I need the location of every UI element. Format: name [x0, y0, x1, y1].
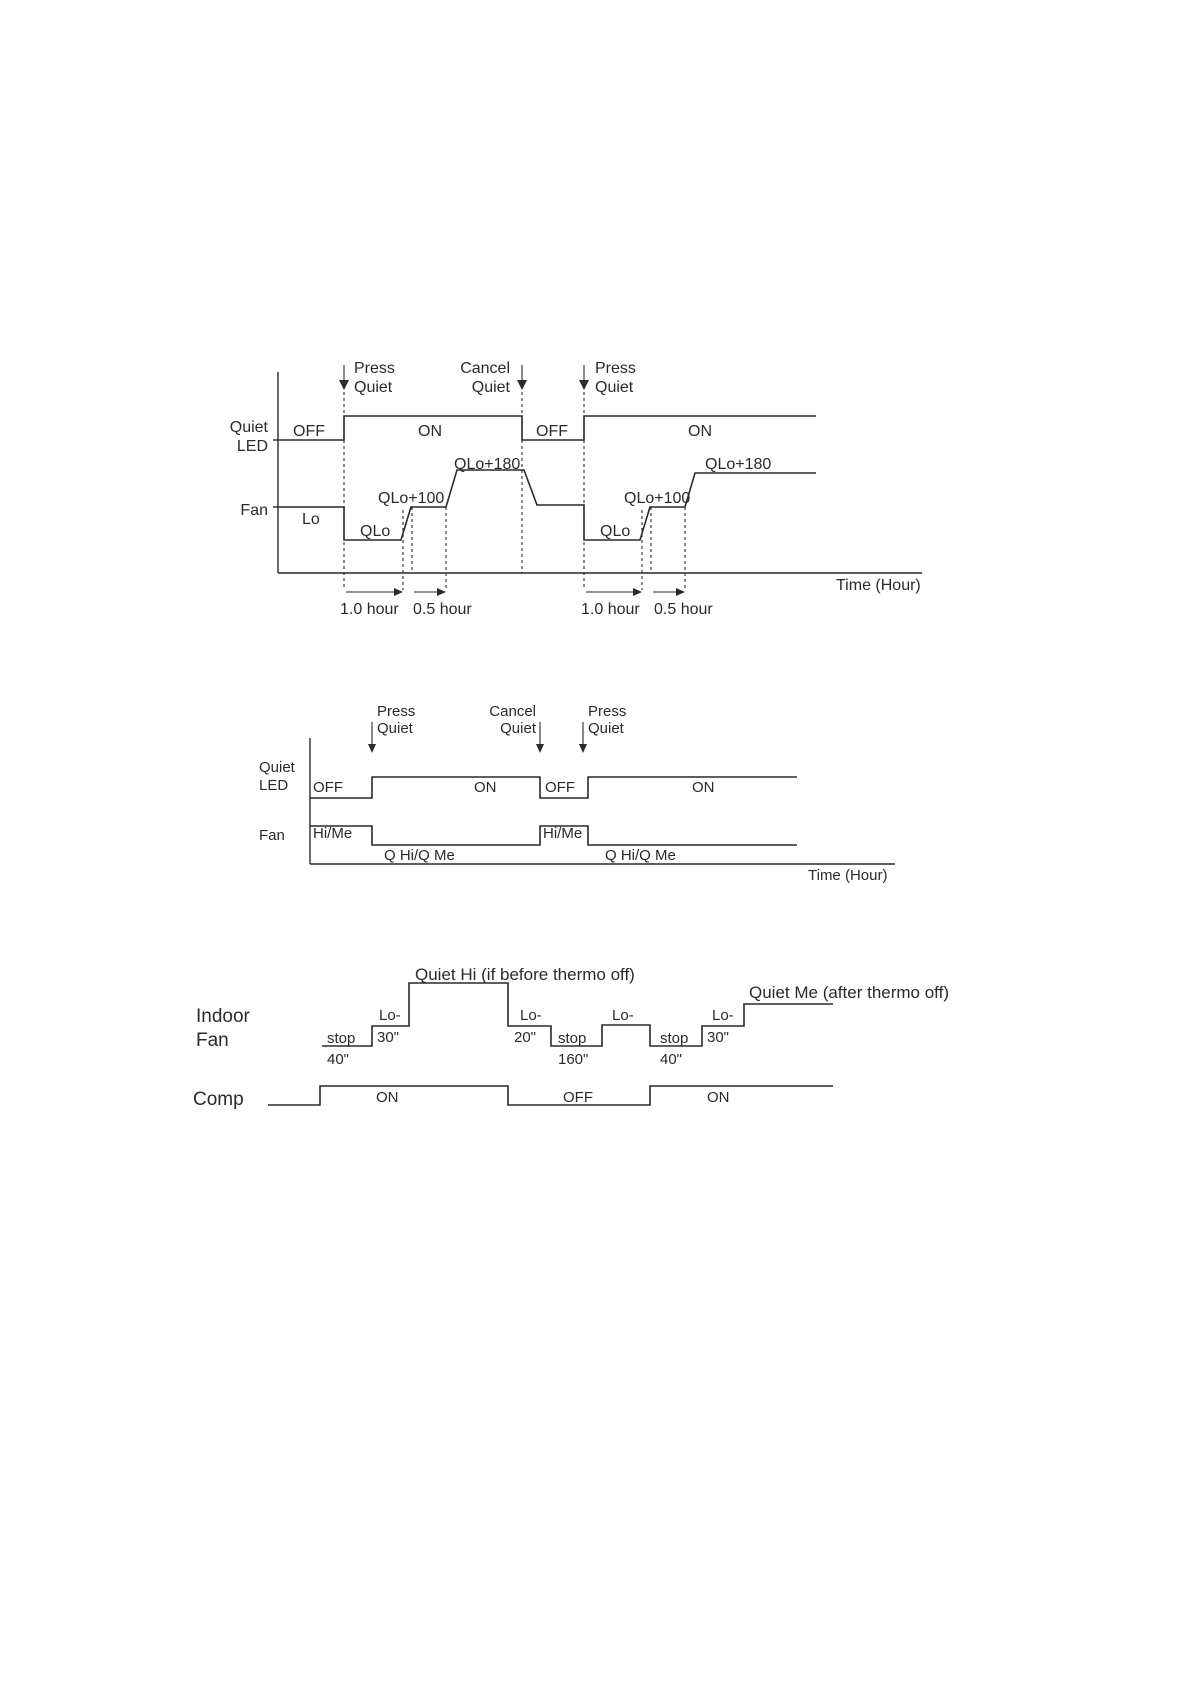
- d1-fan-waveform: [278, 469, 816, 541]
- d3-stop-3-duration: 40": [660, 1051, 682, 1068]
- d3-row-label-comp: Comp: [193, 1089, 244, 1110]
- d3-comp-state-on-1: ON: [376, 1089, 399, 1106]
- d1-duration-arrowhead-2: [437, 588, 446, 596]
- diagram-2-quiet-fan-hi-me: Press Quiet Cancel Quiet Press Quiet Qui…: [259, 703, 895, 884]
- d3-stop-1-label: stop: [327, 1030, 355, 1047]
- d1-duration-1: 1.0 hour: [340, 601, 399, 618]
- d1-led-state-on-2: ON: [688, 423, 712, 440]
- d3-quiet-me-label: Quiet Me (after thermo off): [749, 983, 949, 1002]
- d1-fan-label-qlo180-1: QLo+180: [454, 456, 520, 473]
- d2-fan-label-qhiqme-2: Q Hi/Q Me: [605, 847, 676, 864]
- d1-press-quiet-1-line1: Press: [354, 360, 395, 377]
- d3-quiet-hi-label: Quiet Hi (if before thermo off): [415, 965, 635, 984]
- d3-lo-3-label: Lo-: [612, 1007, 634, 1024]
- d1-fan-label-qlo100-2: QLo+100: [624, 490, 690, 507]
- d2-led-state-off-1: OFF: [313, 779, 343, 796]
- d3-comp-state-on-2: ON: [707, 1089, 730, 1106]
- d2-press-arrowhead-2: [579, 744, 587, 753]
- d3-row-label-fan: Fan: [196, 1030, 229, 1051]
- d1-fan-label-qlo-1: QLo: [360, 523, 390, 540]
- d2-led-state-on-2: ON: [692, 779, 715, 796]
- d2-press-quiet-1-line2: Quiet: [377, 720, 414, 737]
- d1-fan-label-qlo180-2: QLo+180: [705, 456, 771, 473]
- d2-fan-label-hime-2: Hi/Me: [543, 825, 582, 842]
- d2-fan-label-qhiqme-1: Q Hi/Q Me: [384, 847, 455, 864]
- d1-duration-2: 0.5 hour: [413, 601, 472, 618]
- d2-press-quiet-2-line2: Quiet: [588, 720, 625, 737]
- d2-time-axis-label: Time (Hour): [808, 867, 887, 884]
- diagram-1-quiet-fan-lo: Press Quiet Cancel Quiet Press Quiet Qui…: [230, 360, 922, 618]
- d1-press-arrowhead-2: [579, 380, 589, 390]
- d2-row-label-quiet: Quiet: [259, 759, 296, 776]
- d1-duration-3: 1.0 hour: [581, 601, 640, 618]
- d1-row-label-led: LED: [237, 438, 268, 455]
- d2-cancel-arrowhead: [536, 744, 544, 753]
- d1-row-label-fan: Fan: [240, 502, 268, 519]
- d3-lo-2-duration: 20": [514, 1029, 536, 1046]
- d1-duration-arrowhead-4: [676, 588, 685, 596]
- d3-lo-2-label: Lo-: [520, 1007, 542, 1024]
- d1-press-quiet-1-line2: Quiet: [354, 379, 393, 396]
- d2-fan-label-hime-1: Hi/Me: [313, 825, 352, 842]
- d2-row-label-led: LED: [259, 777, 288, 794]
- d2-row-label-fan: Fan: [259, 827, 285, 844]
- d3-lo-4-duration: 30": [707, 1029, 729, 1046]
- d3-lo-1-duration: 30": [377, 1029, 399, 1046]
- d1-time-axis-label: Time (Hour): [836, 577, 921, 594]
- d1-duration-4: 0.5 hour: [654, 601, 713, 618]
- d2-cancel-quiet-line1: Cancel: [489, 703, 536, 720]
- d2-press-quiet-1-line1: Press: [377, 703, 415, 720]
- d3-stop-3-label: stop: [660, 1030, 688, 1047]
- d1-led-state-on-1: ON: [418, 423, 442, 440]
- d3-comp-state-off: OFF: [563, 1089, 593, 1106]
- d1-fan-label-qlo100-1: QLo+100: [378, 490, 444, 507]
- d2-press-arrowhead-1: [368, 744, 376, 753]
- d3-indoor-fan-waveform: [322, 982, 833, 1047]
- d1-cancel-quiet-line1: Cancel: [460, 360, 510, 377]
- d1-cancel-arrowhead: [517, 380, 527, 390]
- d1-row-label-quiet: Quiet: [230, 419, 269, 436]
- d2-fan-waveform: [310, 825, 797, 846]
- d3-lo-1-label: Lo-: [379, 1007, 401, 1024]
- d1-press-quiet-2-line1: Press: [595, 360, 636, 377]
- d3-comp-waveform: [268, 1085, 833, 1106]
- d1-duration-arrowhead-1: [394, 588, 403, 596]
- d2-cancel-quiet-line2: Quiet: [500, 720, 537, 737]
- d2-led-waveform: [310, 776, 797, 799]
- d3-row-label-indoor: Indoor: [196, 1006, 251, 1027]
- d1-led-state-off-1: OFF: [293, 423, 325, 440]
- d3-stop-1-duration: 40": [327, 1051, 349, 1068]
- d1-fan-label-lo: Lo: [302, 511, 320, 528]
- d1-fan-label-qlo-2: QLo: [600, 523, 630, 540]
- d2-press-quiet-2-line1: Press: [588, 703, 626, 720]
- d2-led-state-off-2: OFF: [545, 779, 575, 796]
- d1-led-state-off-2: OFF: [536, 423, 568, 440]
- d1-duration-arrowhead-3: [633, 588, 642, 596]
- d2-led-state-on-1: ON: [474, 779, 497, 796]
- d1-cancel-quiet-line2: Quiet: [472, 379, 511, 396]
- diagram-3-indoor-fan-comp: Indoor Fan Comp Quiet Hi (if before ther…: [193, 965, 949, 1110]
- d3-stop-2-duration: 160": [558, 1051, 588, 1068]
- d3-stop-2-label: stop: [558, 1030, 586, 1047]
- d1-press-quiet-2-line2: Quiet: [595, 379, 634, 396]
- d1-press-arrowhead-1: [339, 380, 349, 390]
- d3-lo-4-label: Lo-: [712, 1007, 734, 1024]
